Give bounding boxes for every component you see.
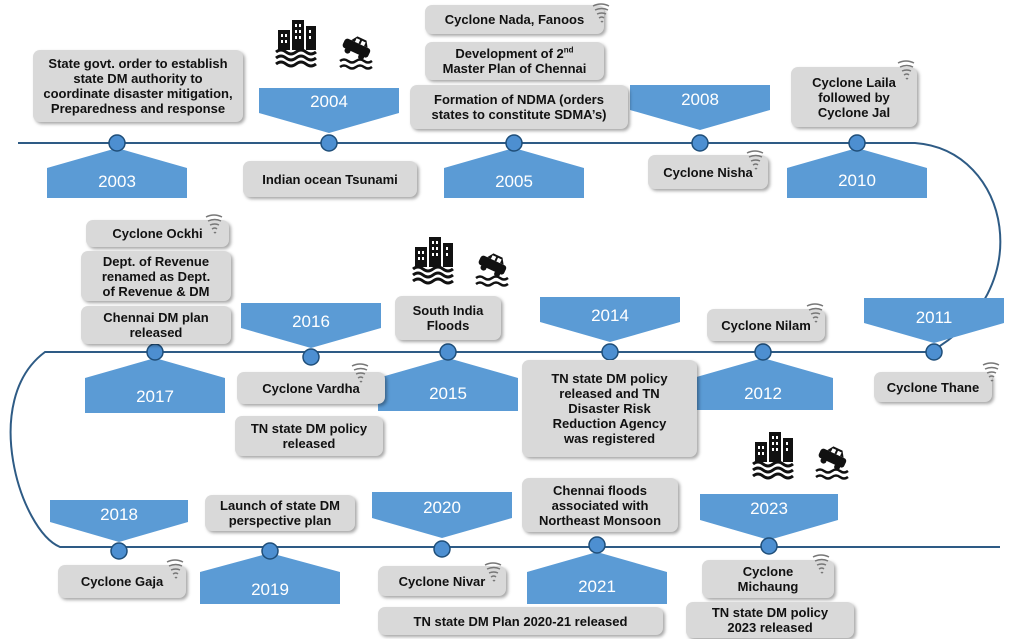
event-2021-chennai-floods: Chennai floods associated with Northeast… [522, 478, 678, 532]
timeline-dot-2017 [146, 343, 164, 361]
year-label-2012: 2012 [744, 384, 782, 403]
year-marker-2023 [700, 494, 838, 540]
timeline-dot-2005 [505, 134, 523, 152]
car-in-water-icon [814, 440, 852, 480]
event-2023-dm-policy: TN state DM policy 2023 released [686, 602, 854, 638]
year-label-2023: 2023 [750, 499, 788, 518]
year-label-2017: 2017 [136, 387, 174, 406]
year-marker-2011 [864, 298, 1004, 343]
timeline-dot-2008 [691, 134, 709, 152]
year-marker-2008 [630, 85, 770, 130]
timeline-dot-2019 [261, 542, 279, 560]
event-2017-dept-revenue: Dept. of Revenue renamed as Dept. of Rev… [81, 251, 231, 301]
year-label-2003: 2003 [98, 172, 136, 191]
year-marker-2019 [200, 553, 340, 604]
year-marker-2014 [540, 297, 680, 342]
cyclone-icon [484, 562, 502, 582]
timeline-dot-2004 [320, 134, 338, 152]
year-marker-2010 [787, 148, 927, 198]
event-2005-ndma: Formation of NDMA (orders states to cons… [410, 85, 628, 129]
year-label-2018: 2018 [100, 505, 138, 524]
timeline-dot-2012 [754, 343, 772, 361]
year-label-2020: 2020 [423, 498, 461, 517]
cyclone-icon [982, 362, 1000, 382]
year-marker-2015 [378, 358, 518, 411]
timeline-dot-2023 [760, 537, 778, 555]
event-2010-cyclone-laila: Cyclone Laila followed by Cyclone Jal [791, 67, 917, 127]
cyclone-icon [746, 150, 764, 170]
flood-icon [411, 235, 455, 285]
flood-icon [751, 430, 795, 480]
event-2012-cyclone-nilam: Cyclone Nilam [707, 309, 825, 341]
flood-icon [274, 18, 318, 68]
event-2008-cyclone-nisha: Cyclone Nisha [648, 155, 768, 189]
event-2023-cyclone-michaung: Cyclone Michaung [702, 560, 834, 598]
timeline-dot-2016 [302, 348, 320, 366]
event-2011-cyclone-thane: Cyclone Thane [874, 372, 992, 402]
year-label-2004: 2004 [310, 92, 348, 111]
car-in-water-icon [338, 30, 376, 70]
event-2016-dm-policy: TN state DM policy released [235, 416, 383, 456]
year-marker-2016 [241, 303, 381, 348]
year-label-2010: 2010 [838, 171, 876, 190]
event-2015-floods: South India Floods [395, 296, 501, 340]
year-marker-2005 [444, 148, 584, 198]
year-label-2019: 2019 [251, 580, 289, 599]
year-marker-2003 [47, 148, 187, 198]
event-2014-dm-policy-agency: TN state DM policy released and TN Disas… [522, 360, 697, 457]
timeline-dot-2014 [601, 343, 619, 361]
year-label-2016: 2016 [292, 312, 330, 331]
year-marker-2018 [50, 500, 188, 542]
year-marker-2017 [85, 358, 225, 413]
year-label-2008: 2008 [681, 90, 719, 109]
year-label-2005: 2005 [495, 172, 533, 191]
year-label-2021: 2021 [578, 577, 616, 596]
cyclone-icon [166, 559, 184, 579]
event-2017-chennai-plan: Chennai DM plan released [81, 306, 231, 344]
timeline-dot-2010 [848, 134, 866, 152]
car-in-water-icon [474, 247, 512, 287]
timeline-dot-2011 [925, 343, 943, 361]
event-2020-dm-plan: TN state DM Plan 2020-21 released [378, 607, 663, 635]
cyclone-icon [812, 554, 830, 574]
timeline-dot-2020 [433, 540, 451, 558]
event-2019-perspective-plan: Launch of state DM perspective plan [205, 495, 355, 531]
timeline-dot-2018 [110, 542, 128, 560]
event-2003-dm-authority: State govt. order to establish state DM … [33, 50, 243, 122]
timeline-dot-2003 [108, 134, 126, 152]
timeline-dot-2021 [588, 536, 606, 554]
year-label-2011: 2011 [915, 308, 953, 327]
cyclone-icon [897, 60, 915, 80]
event-2018-cyclone-gaja: Cyclone Gaja [58, 565, 186, 598]
event-2005-cyclone-nada: Cyclone Nada, Fanoos [425, 5, 604, 34]
year-marker-2012 [693, 358, 833, 410]
year-label-2014: 2014 [591, 306, 629, 325]
year-marker-2004 [259, 88, 399, 133]
cyclone-icon [592, 3, 610, 23]
year-marker-2021 [527, 552, 667, 604]
event-2017-cyclone-ockhi: Cyclone Ockhi [86, 220, 229, 247]
cyclone-icon [351, 363, 369, 383]
event-2020-cyclone-nivar: Cyclone Nivar [378, 566, 506, 596]
event-2004-tsunami: Indian ocean Tsunami [243, 161, 417, 197]
timeline-dot-2015 [439, 343, 457, 361]
year-label-2015: 2015 [429, 384, 467, 403]
cyclone-icon [806, 303, 824, 323]
year-marker-2020 [372, 492, 512, 538]
cyclone-icon [205, 214, 223, 234]
